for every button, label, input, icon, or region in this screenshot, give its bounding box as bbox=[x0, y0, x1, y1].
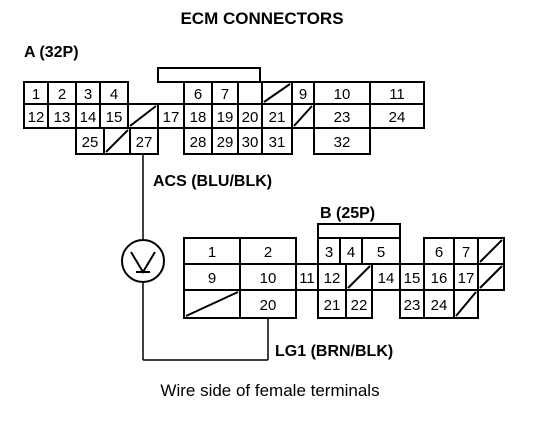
voltmeter-icon bbox=[121, 239, 165, 283]
pin-b9-label: 9 bbox=[208, 270, 216, 287]
connector-a: 1 2 3 4 6 7 9 10 11 12 13 14 15 17 18 19… bbox=[23, 67, 425, 155]
pin-b10-label: 10 bbox=[260, 270, 277, 287]
pin-b21-label: 21 bbox=[324, 297, 341, 314]
pin-b3-label: 3 bbox=[325, 244, 333, 261]
pin-a29 bbox=[211, 127, 239, 155]
pin-b24-label: 24 bbox=[431, 297, 448, 314]
pin-a27-label: 27 bbox=[136, 134, 153, 151]
pin-b17-label: 17 bbox=[458, 270, 475, 287]
pin-b1-label: 1 bbox=[208, 244, 216, 261]
pin-b15-label: 15 bbox=[404, 270, 421, 287]
pin-a24 bbox=[369, 103, 425, 129]
pin-b21 bbox=[317, 289, 347, 319]
pin-a30 bbox=[237, 127, 263, 155]
pin-a14-label: 14 bbox=[80, 109, 97, 126]
diagram-caption: Wire side of female terminals bbox=[160, 381, 379, 400]
pin-a10-label: 10 bbox=[334, 86, 351, 103]
pin-a32 bbox=[313, 127, 371, 155]
pin-a24-label: 24 bbox=[389, 109, 406, 126]
pin-a17-label: 17 bbox=[163, 109, 180, 126]
pin-b5-label: 5 bbox=[377, 244, 385, 261]
pin-a25 bbox=[75, 127, 105, 155]
pin-a25-label: 25 bbox=[82, 134, 99, 151]
wire-a-label: ACS (BLU/BLK) bbox=[153, 173, 272, 190]
test-circuit bbox=[121, 154, 269, 361]
pin-a2-label: 2 bbox=[58, 86, 66, 103]
pin-a32-label: 32 bbox=[334, 134, 351, 151]
pin-a11-label: 11 bbox=[389, 86, 405, 103]
pin-b12-label: 12 bbox=[324, 270, 341, 287]
pin-a27 bbox=[129, 127, 159, 155]
pin-a21-label: 21 bbox=[269, 109, 286, 126]
pin-a12-label: 12 bbox=[28, 109, 45, 126]
pin-b20 bbox=[239, 289, 297, 319]
voltmeter-circle bbox=[121, 239, 165, 283]
pin-b4-label: 4 bbox=[347, 244, 355, 261]
pin-a31 bbox=[261, 127, 293, 155]
pin-a4-label: 4 bbox=[110, 86, 118, 103]
pin-a28 bbox=[183, 127, 213, 155]
pin-a28-label: 28 bbox=[190, 134, 207, 151]
connector-b-latch bbox=[317, 223, 401, 239]
pin-b11-label: 11 bbox=[299, 270, 315, 287]
pin-b23 bbox=[399, 289, 425, 319]
pin-a19 bbox=[211, 103, 239, 129]
pin-a7-label: 7 bbox=[221, 86, 229, 103]
diagram-title: ECM CONNECTORS bbox=[180, 9, 343, 28]
pin-b20-label: 20 bbox=[260, 297, 277, 314]
connector-a-label: A (32P) bbox=[24, 44, 79, 61]
pin-b24 bbox=[423, 289, 455, 319]
pin-b14 bbox=[371, 263, 401, 291]
pin-a6-label: 6 bbox=[194, 86, 202, 103]
pin-a17 bbox=[157, 103, 185, 129]
pin-b2-label: 2 bbox=[264, 244, 272, 261]
wire-b-label: LG1 (BRN/BLK) bbox=[275, 343, 393, 360]
pin-a3-label: 3 bbox=[84, 86, 92, 103]
pin-b14-label: 14 bbox=[378, 270, 395, 287]
pin-a13-label: 13 bbox=[54, 109, 71, 126]
pin-a18 bbox=[183, 103, 213, 129]
pin-b1 bbox=[183, 237, 241, 265]
pin-b7-label: 7 bbox=[462, 244, 470, 261]
pin-a30-label: 30 bbox=[242, 134, 259, 151]
pin-a15-label: 15 bbox=[106, 109, 123, 126]
connector-b: 1 2 3 4 5 6 7 9 10 11 12 14 15 16 17 20 … bbox=[183, 223, 505, 319]
pin-a19-label: 19 bbox=[217, 109, 234, 126]
pin-b23-label: 23 bbox=[404, 297, 421, 314]
pin-b22 bbox=[345, 289, 373, 319]
pin-a9-label: 9 bbox=[299, 86, 307, 103]
pin-a18-label: 18 bbox=[190, 109, 207, 126]
pin-a31-label: 31 bbox=[269, 134, 286, 151]
pin-a23-label: 23 bbox=[334, 109, 351, 126]
pin-a12 bbox=[23, 103, 49, 129]
pin-b2 bbox=[239, 237, 297, 265]
connector-a-latch bbox=[157, 67, 261, 83]
pin-a29-label: 29 bbox=[217, 134, 234, 151]
pin-b16-label: 16 bbox=[431, 270, 448, 287]
pin-a20-label: 20 bbox=[242, 109, 259, 126]
pin-b12 bbox=[317, 263, 347, 291]
connector-b-label: B (25P) bbox=[320, 205, 375, 222]
pin-b6-label: 6 bbox=[435, 244, 443, 261]
pin-b22-label: 22 bbox=[351, 297, 368, 314]
pin-a1-label: 1 bbox=[32, 86, 40, 103]
